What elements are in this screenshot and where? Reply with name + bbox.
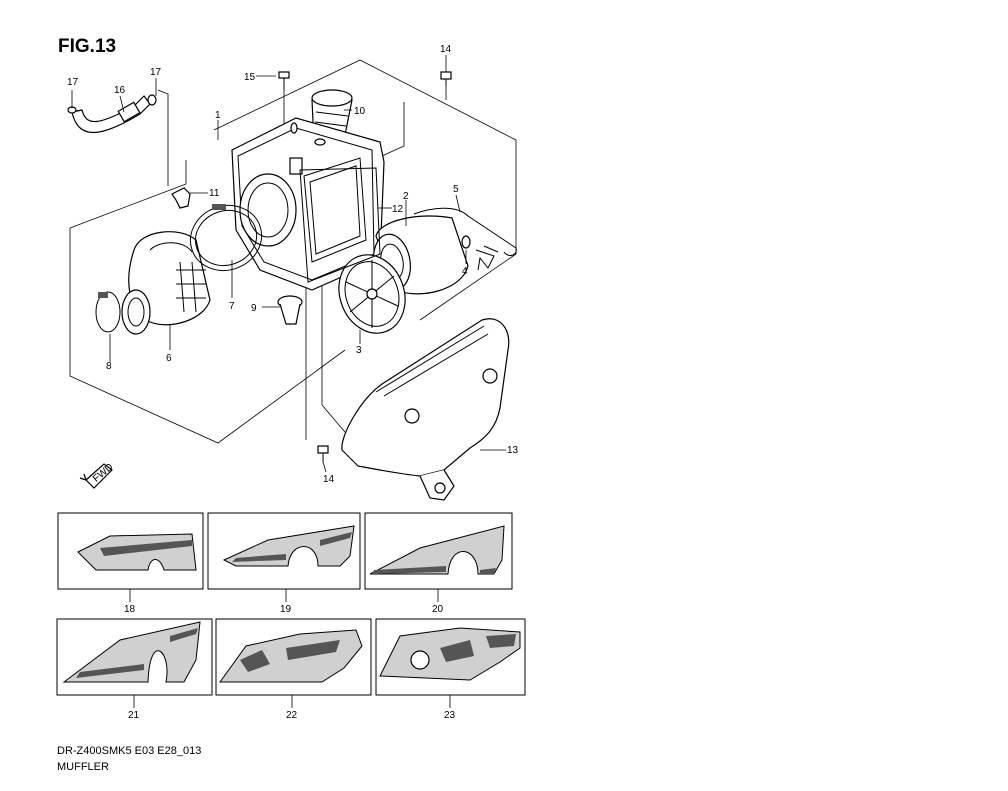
- inset-panel-18: 18: [57, 512, 204, 615]
- fwd-label: FWD: [91, 462, 116, 485]
- inset-panel-21: 21: [56, 618, 213, 721]
- diagram-code: DR-Z400SMK5 E03 E28_013: [57, 745, 202, 757]
- forward-arrow-icon: FWD: [79, 462, 116, 489]
- callout-leaders: [71, 55, 506, 473]
- inset-label-23: 23: [444, 710, 456, 721]
- inset-panel-22: 22: [215, 618, 372, 721]
- grommet-part-9: [277, 295, 303, 325]
- callout-14-top: 14: [440, 44, 452, 55]
- callout-4: 4: [462, 266, 468, 277]
- callout-7: 7: [229, 301, 235, 312]
- callout-16: 16: [114, 85, 126, 96]
- callout-15: 15: [244, 72, 256, 83]
- clamp-part-8: [95, 291, 121, 333]
- assembly-lines: [157, 80, 447, 440]
- inset-label-22: 22: [286, 710, 298, 721]
- callout-17-left: 17: [67, 77, 79, 88]
- callout-10: 10: [354, 106, 366, 117]
- diagram-name: MUFFLER: [57, 761, 109, 773]
- inset-label-20: 20: [432, 604, 444, 615]
- callout-11: 11: [209, 188, 220, 199]
- washer-part-4: [461, 235, 471, 249]
- wire-holder-part-5: [413, 207, 517, 271]
- air-cleaner-case-part-1: [231, 117, 385, 291]
- callout-5: 5: [453, 184, 459, 195]
- intake-boot-part-6: [121, 231, 211, 335]
- bolt-part-15: [278, 71, 290, 90]
- callout-6: 6: [166, 353, 172, 364]
- breather-hose-part-16: [67, 94, 157, 134]
- inset-panel-19: 19: [207, 512, 361, 615]
- seal-part-12: [299, 167, 381, 283]
- bolt-part-14-top: [440, 71, 452, 86]
- figure-title: FIG.13: [58, 36, 117, 57]
- air-filter-element-part-2: [373, 215, 469, 295]
- callout-labels: 17 16 17 1 15 10 14 11 12 2 5 4 7 9 3 6 …: [67, 44, 519, 485]
- assembly-boundary: [69, 59, 517, 444]
- callout-2: 2: [403, 191, 409, 202]
- callout-13: 13: [507, 445, 519, 456]
- callout-17-right: 17: [150, 67, 162, 78]
- inset-panel-20: 20: [364, 512, 513, 615]
- filter-cage-part-3: [338, 254, 406, 334]
- callout-9: 9: [251, 303, 257, 314]
- callout-12: 12: [392, 204, 404, 215]
- inset-label-19: 19: [280, 604, 292, 615]
- inset-label-18: 18: [124, 604, 136, 615]
- callout-3: 3: [356, 345, 362, 356]
- inset-label-21: 21: [128, 710, 140, 721]
- callout-14-bottom: 14: [323, 474, 335, 485]
- side-cover-part-13: [341, 318, 510, 501]
- clamp-ring-part-7: [189, 204, 263, 271]
- elbow-fitting-part-11: [171, 187, 191, 209]
- inset-panel-23: 23: [375, 618, 526, 721]
- callout-8: 8: [106, 361, 112, 372]
- callout-1: 1: [215, 110, 221, 121]
- bolt-part-14-bottom: [317, 445, 329, 462]
